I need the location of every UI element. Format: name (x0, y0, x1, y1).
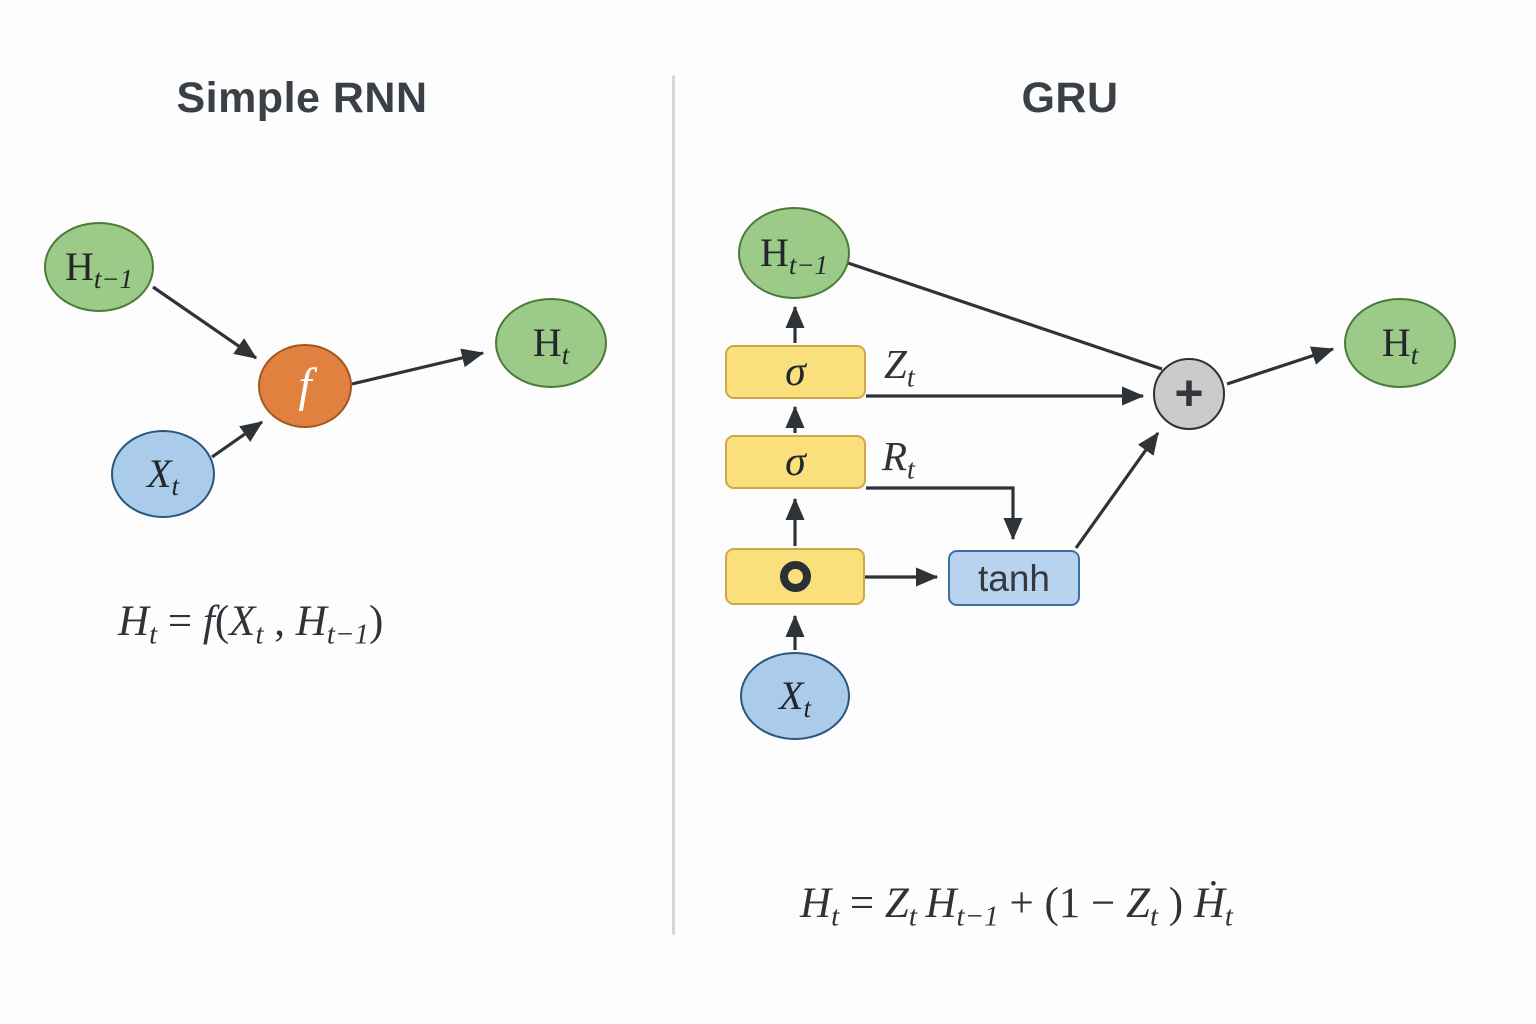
gru-hprev-label: Ht−1 (759, 230, 829, 281)
gru-sigma-z-box: σ (725, 345, 866, 399)
rnn-title: Simple RNN (176, 74, 428, 122)
gru-x-node: Xt (740, 652, 850, 740)
plus-icon: + (1174, 364, 1204, 421)
hadamard-circle-icon (779, 561, 811, 592)
gru-h-label: Ht (1381, 320, 1419, 371)
edge-gru-r-to-tanh (866, 486, 1023, 541)
gru-sum-node: + (1153, 358, 1225, 430)
edge-gru-hprev-to-sum (847, 261, 1163, 371)
gru-x-label: Xt (779, 673, 811, 724)
gru-sigma-r-label: σ (785, 439, 806, 485)
gru-title: GRU (1021, 74, 1119, 122)
gru-z-edge-label: Zt (884, 341, 915, 394)
gru-r-edge-label: Rt (882, 433, 915, 486)
rnn-h-node: Ht (495, 298, 607, 388)
rnn-x-node: Xt (111, 430, 215, 518)
gru-formula: Ht = Zt Ht−1 + (1 − Zt ) Ḣt (800, 880, 1233, 933)
edge-gru-tanh-to-sum (1074, 431, 1160, 549)
edge-gru-sum-to-h (1226, 346, 1335, 386)
rnn-h-label: Ht (532, 320, 570, 371)
gru-tanh-box: tanh (948, 550, 1080, 606)
rnn-hprev-node: Ht−1 (44, 222, 154, 312)
gru-hprev-node: Ht−1 (738, 207, 850, 299)
gru-tanh-label: tanh (977, 557, 1050, 599)
gru-h-node: Ht (1344, 298, 1456, 388)
gru-hadamard-box (725, 548, 865, 605)
rnn-x-label: Xt (147, 451, 179, 502)
rnn-f-node: f (258, 344, 352, 428)
edge-rnn-hprev-to-f (152, 285, 258, 360)
edge-rnn-f-to-h (351, 348, 485, 386)
panel-divider (672, 75, 675, 935)
edge-rnn-x-to-f (211, 420, 264, 459)
rnn-formula: Ht = f(Xt , Ht−1) (118, 598, 384, 651)
gru-sigma-r-box: σ (725, 435, 866, 489)
rnn-f-label: f (298, 359, 312, 412)
rnn-hprev-label: Ht−1 (64, 244, 134, 295)
gru-sigma-z-label: σ (785, 349, 806, 395)
